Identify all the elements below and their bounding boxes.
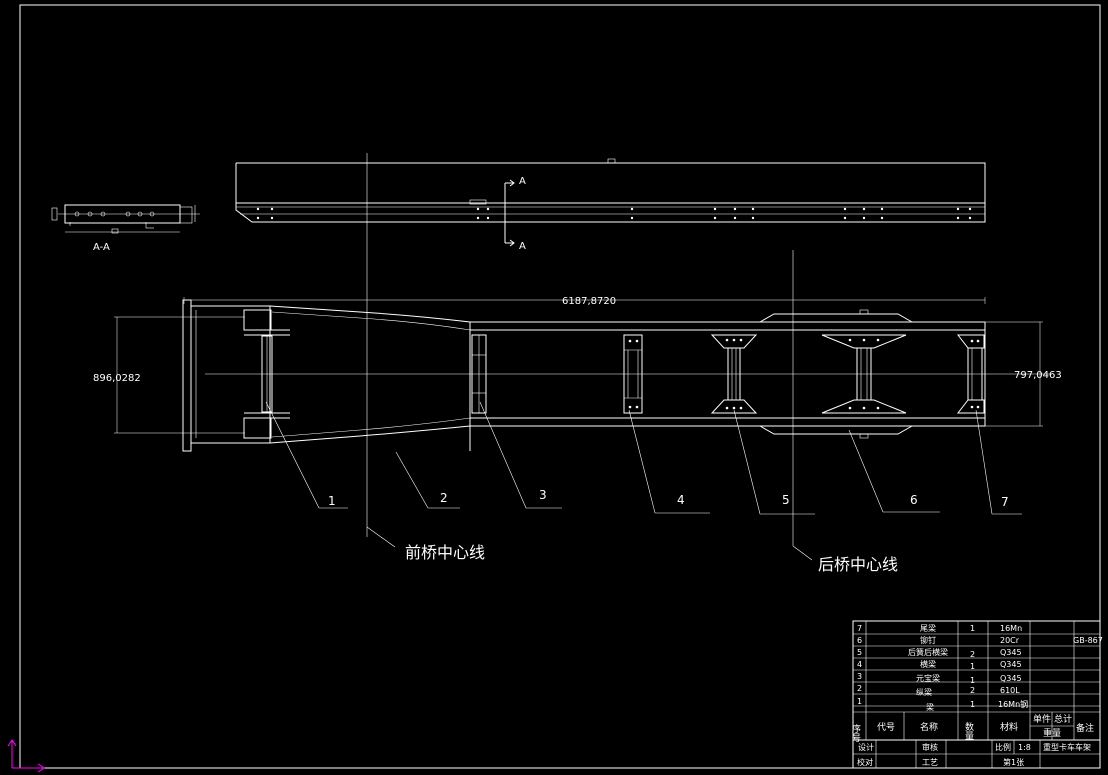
header-total-weight: 总计: [1054, 713, 1072, 725]
crossmember-7: [956, 334, 985, 414]
row-name: 元宝梁: [916, 673, 940, 683]
rear-width-text: 797,0463: [1014, 370, 1062, 381]
rear-axle-centerline: 后桥中心线: [792, 250, 898, 574]
crossmember-5: [710, 334, 758, 414]
row-no: 1: [857, 697, 862, 706]
plan-view: 6187,8720 896,0282 797,0463: [93, 296, 1062, 452]
row-note: GB-867: [1073, 636, 1103, 645]
title-drawing-name: 重型卡车车架: [1043, 742, 1091, 752]
row-material: Q345: [1000, 648, 1022, 657]
row-qty: 2: [970, 686, 975, 695]
row-material: 610L: [1000, 686, 1020, 695]
row-name: 后簧后横梁: [908, 647, 948, 657]
row-qty: 1: [970, 624, 975, 633]
row-material: Q345: [1000, 674, 1022, 683]
header-qty: 数量: [963, 721, 974, 740]
title-check-label: 校对: [857, 757, 873, 767]
balloon-1: 1: [328, 494, 336, 508]
row-no: 6: [857, 636, 862, 645]
section-label: A-A: [93, 242, 110, 253]
row-name: 尾梁: [920, 624, 936, 633]
row-name: 铆钉: [920, 635, 936, 645]
header-name: 名称: [920, 721, 938, 733]
row-no: 5: [857, 648, 862, 657]
row-no: 7: [857, 624, 862, 633]
section-marker-top: A: [519, 176, 526, 187]
row-name: 梁: [926, 703, 934, 712]
row-material: Q345: [1000, 660, 1022, 669]
sheet-border: [19, 4, 1101, 769]
section-marker-bottom: A: [519, 241, 526, 252]
side-view-rivets: [256, 207, 972, 220]
title-sheet: 第1张: [1003, 757, 1024, 767]
front-axle-centerline: 前桥中心线: [366, 153, 485, 562]
side-view: A A: [235, 158, 986, 252]
row-qty: 1: [970, 700, 975, 709]
crossmember-4: [623, 334, 643, 414]
row-name: 纵梁: [916, 688, 932, 697]
row-qty: 2: [970, 650, 975, 659]
balloon-numbers: 1 2 3 4 5 6 7: [328, 488, 1009, 509]
balloon-2: 2: [440, 491, 448, 505]
section-view-aa: A-A: [51, 204, 200, 253]
front-width-text: 896,0282: [93, 373, 141, 384]
row-no: 4: [857, 660, 862, 669]
rear-centerline-label: 后桥中心线: [818, 555, 898, 574]
plan-view-rivets: [628, 338, 980, 410]
row-material: 20Cr: [1000, 636, 1020, 645]
row-qty: 1: [970, 662, 975, 671]
title-process-label: 工艺: [922, 758, 938, 767]
header-unit-weight: 单件: [1033, 713, 1051, 725]
header-weight: 重量: [1043, 727, 1061, 739]
header-code: 代号: [877, 722, 895, 733]
parts-table: 7 尾梁 1 16Mn 6 铆钉 20Cr GB-867 5 后簧后横梁 2 Q…: [850, 620, 1103, 769]
header-material: 材料: [1000, 721, 1018, 733]
title-scale-value: 1:8: [1018, 743, 1031, 752]
balloon-4: 4: [677, 493, 685, 507]
title-design-label: 设计: [858, 742, 874, 752]
row-no: 2: [857, 684, 862, 693]
overall-length-text: 6187,8720: [562, 296, 616, 307]
header-no: 序号: [850, 723, 861, 743]
front-width-dimension: 896,0282: [93, 316, 245, 434]
title-review-label: 审核: [922, 742, 938, 752]
balloon-7: 7: [1001, 495, 1009, 509]
row-name: 横梁: [920, 659, 936, 669]
header-note: 备注: [1076, 722, 1094, 734]
crossmember-6: [759, 309, 913, 439]
overall-length-dimension: 6187,8720: [183, 296, 986, 307]
row-qty: 1: [970, 676, 975, 685]
balloon-5: 5: [782, 493, 790, 507]
row-material: 16Mn: [1000, 624, 1022, 633]
ucs-icon: [7, 739, 45, 773]
title-scale-label: 比例: [995, 742, 1011, 752]
balloon-6: 6: [910, 493, 918, 507]
front-centerline-label: 前桥中心线: [405, 543, 485, 562]
row-material: 16Mn钢: [998, 699, 1028, 709]
balloon-leaders: [265, 401, 1022, 515]
section-cut-marker: A A: [504, 176, 526, 252]
row-no: 3: [857, 672, 862, 681]
balloon-3: 3: [539, 488, 547, 502]
